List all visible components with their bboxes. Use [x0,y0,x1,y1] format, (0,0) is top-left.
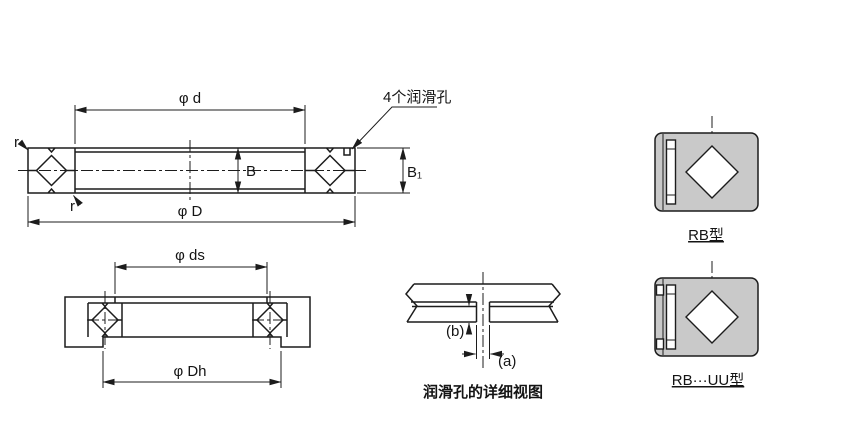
mounting-roller-diamonds [90,305,285,335]
bearing-outline [27,147,356,194]
main-cross-section-view: φ d φ D B B₁ 4个润滑孔 r r [14,89,451,227]
rb-slot-caps [666,148,676,196]
dim-bore-ext-lines [74,105,306,144]
rb-uu-type-section: RB···UU型 [654,261,759,389]
detail-caption: 润滑孔的详细视图 [423,383,543,401]
rb-uu-slot-caps [666,293,676,341]
roller-diamonds [35,154,347,187]
rb-caption: RB型 [688,227,724,244]
rb-uu-bolt-slot [665,284,677,350]
lube-hole-detail-view: (b) (a) 润滑孔的详细视图 [405,272,561,401]
rb-roller-diamond [685,145,739,199]
mounting-outline [64,296,311,348]
dim-a-label: (a) [498,353,516,370]
dim-dh-label: φ Dh [173,363,206,380]
dim-width-label: B [246,163,256,180]
dim-a-ext-lines [476,325,490,359]
rb-bolt-slot [665,139,677,205]
dim-ds-label: φ ds [175,247,205,264]
fillet-top-label: r [14,134,19,151]
rb-uu-seal-bottom [655,338,665,350]
mounted-cross-section-view: φ ds φ Dh [64,247,311,388]
rb-uu-caption: RB···UU型 [672,372,745,389]
dim-b1-label: B₁ [407,164,422,181]
dim-outer-label: φ D [178,203,203,220]
mounting-roller-centerlines [87,291,288,349]
fillet-top-leader [17,139,29,151]
lube-holes-label: 4个润滑孔 [383,89,451,106]
rb-type-section: RB型 [654,116,759,244]
detail-outline [405,283,561,323]
lube-holes-leader [351,106,437,150]
fillet-bottom-label: r [70,198,75,215]
fillet-bottom-leader [73,195,83,207]
dim-bore-label: φ d [179,90,201,107]
dim-b-label: (b) [446,323,464,340]
rb-uu-seal-top [655,284,665,296]
rb-uu-roller-diamond [685,290,739,344]
